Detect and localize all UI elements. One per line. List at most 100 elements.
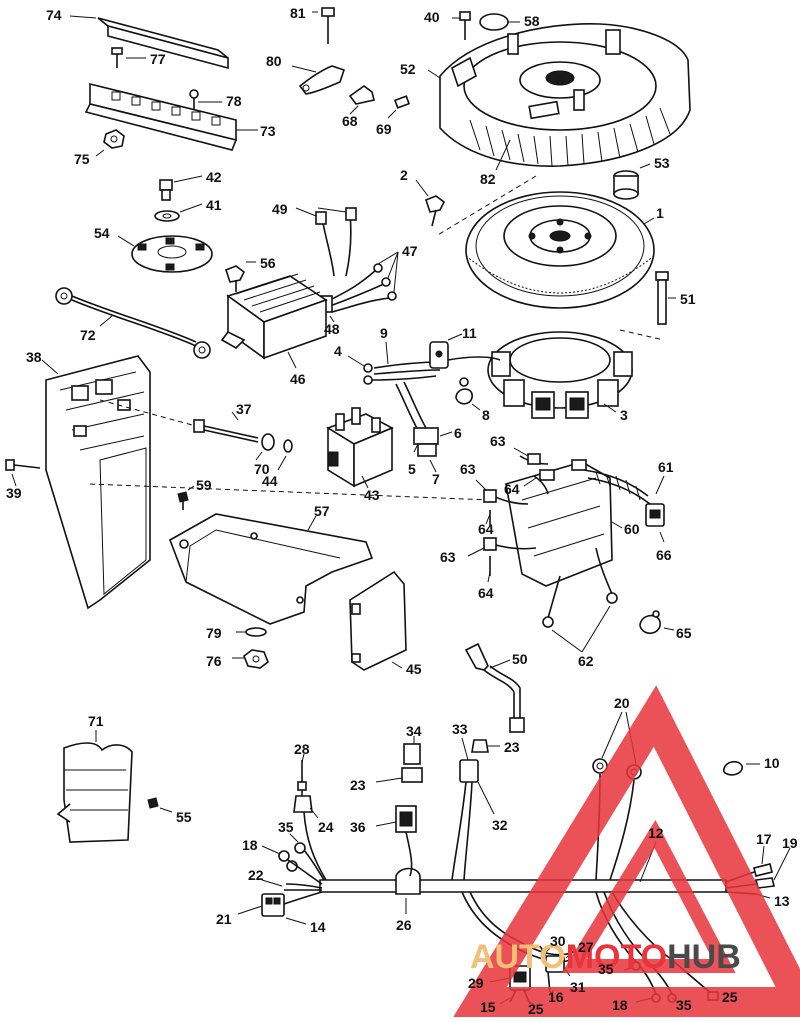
part-7-terminal (429, 459, 437, 473)
callout-55: 55 (176, 809, 192, 825)
part-47-wires (329, 251, 399, 313)
callout-7: 7 (432, 471, 440, 487)
callout-78: 78 (226, 93, 242, 109)
part-34-connector (403, 736, 421, 765)
part-18-ring-terminal-a (261, 845, 323, 885)
callout-18: 18 (242, 837, 258, 853)
part-63-bracket-terminal-1 (513, 447, 549, 465)
part-45-cover-plate (349, 570, 407, 671)
part-26-clamp (395, 867, 421, 914)
part-53-bushing (613, 163, 651, 200)
callout-50: 50 (512, 651, 528, 667)
watermark-triangle-icon (453, 685, 800, 1017)
callout-42: 42 (206, 169, 222, 185)
callout-52: 52 (400, 61, 416, 77)
callout-69: 69 (376, 121, 392, 137)
part-4-wire-lead (347, 355, 437, 385)
callout-43: 43 (364, 487, 380, 503)
watermark-inner-triangle-icon (561, 819, 736, 973)
part-38-cover (41, 355, 151, 610)
callout-36: 36 (350, 819, 366, 835)
callout-32: 32 (492, 817, 508, 833)
callout-37: 37 (236, 401, 252, 417)
callout-74: 74 (46, 7, 62, 23)
callout-1: 1 (656, 205, 664, 221)
watermark-logo (453, 685, 800, 1017)
callout-54: 54 (94, 225, 110, 241)
part-52-housing (427, 23, 691, 171)
part-71-cover (56, 730, 133, 843)
callout-10: 10 (764, 755, 780, 771)
callout-73: 73 (260, 123, 276, 139)
callout-27: 27 (578, 939, 594, 955)
alignment-line-1 (435, 175, 537, 237)
callout-62: 62 (578, 653, 594, 669)
callout-34: 34 (406, 723, 422, 739)
callout-63: 63 (460, 461, 476, 477)
part-64-bracket-wire-2 (485, 510, 491, 526)
part-8-clip (455, 377, 481, 411)
callout-30: 30 (550, 933, 566, 949)
callout-25: 25 (722, 989, 738, 1005)
alignment-line-4 (89, 483, 491, 501)
callout-80: 80 (266, 53, 282, 69)
part-32-wires (477, 781, 495, 815)
part-33-connector (451, 737, 479, 881)
part-36-connector (375, 805, 417, 877)
callout-35: 35 (278, 819, 294, 835)
part-60-mounting-bracket (505, 459, 623, 587)
callout-58: 58 (524, 13, 540, 29)
callout-26: 26 (396, 917, 412, 933)
part-49-wires (295, 207, 357, 277)
callout-13: 13 (774, 893, 790, 909)
callout-81: 81 (290, 5, 306, 21)
part-28-wire (293, 753, 313, 813)
part-63-bracket-terminal-3 (467, 537, 537, 557)
callout-64: 64 (478, 521, 494, 537)
part-66-connector (645, 503, 665, 543)
part-57-bracket-plate (169, 513, 374, 625)
callout-38: 38 (26, 349, 42, 365)
callout-35: 35 (676, 997, 692, 1013)
callout-71: 71 (88, 713, 104, 729)
part-65-clip (639, 610, 675, 634)
callout-9: 9 (380, 325, 388, 341)
callout-79: 79 (206, 625, 222, 641)
callout-25: 25 (528, 1001, 544, 1017)
callout-4: 4 (334, 343, 342, 359)
callout-63: 63 (490, 433, 506, 449)
part-3-stator (447, 331, 633, 419)
part-2-bolt (415, 179, 446, 227)
alignment-line-3 (99, 399, 197, 427)
callout-53: 53 (654, 155, 670, 171)
callout-68: 68 (342, 113, 358, 129)
callout-16: 16 (548, 989, 564, 1005)
part-14-wires (283, 891, 323, 925)
part-61-harness (583, 469, 665, 505)
callout-31: 31 (570, 979, 586, 995)
callout-18: 18 (612, 997, 628, 1013)
part-59-screw (177, 485, 195, 510)
callout-24: 24 (318, 819, 334, 835)
callout-12: 12 (648, 825, 664, 841)
part-50-spark-boot (464, 642, 525, 733)
callout-72: 72 (80, 327, 96, 343)
callout-14: 14 (310, 919, 326, 935)
part-54-timer-base (117, 235, 213, 273)
callout-15: 15 (480, 999, 496, 1015)
part-1-flywheel (465, 191, 655, 309)
part-58-cap (479, 13, 520, 31)
callout-44: 44 (262, 473, 278, 489)
callout-70: 70 (254, 461, 270, 477)
part-27-wire (565, 949, 575, 959)
callout-8: 8 (482, 407, 490, 423)
part-70-washer (255, 433, 275, 461)
callout-65: 65 (676, 625, 692, 641)
callout-5: 5 (408, 461, 416, 477)
callout-23: 23 (504, 739, 520, 755)
callout-82: 82 (480, 171, 496, 187)
callout-75: 75 (74, 151, 90, 167)
callout-33: 33 (452, 721, 468, 737)
part-69-screw (387, 95, 411, 119)
